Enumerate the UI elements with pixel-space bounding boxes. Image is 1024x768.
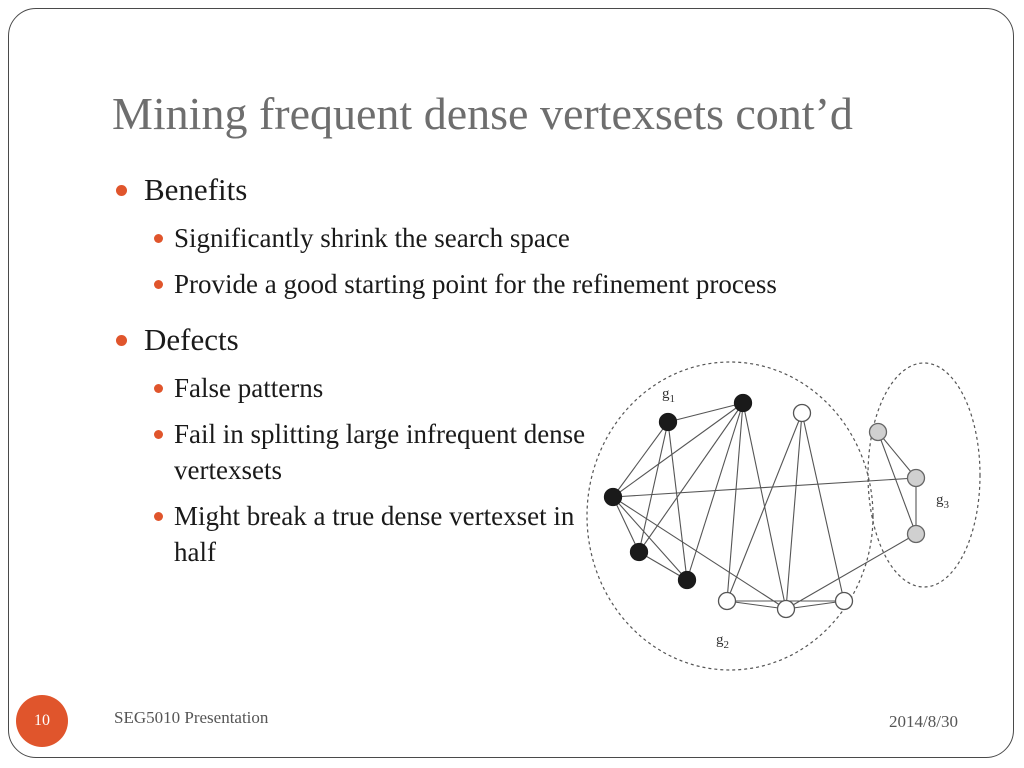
bullet-defects: Defects [112, 320, 992, 360]
bullet-list: Benefits Significantly shrink the search… [112, 170, 992, 570]
label-g3: g3 [936, 492, 950, 511]
label-g2: g2 [716, 632, 729, 651]
node-black [629, 542, 649, 562]
node-white [792, 403, 812, 423]
node-black [658, 412, 678, 432]
node-black [603, 487, 623, 507]
graph-diagram: g1 g2 g3 [586, 361, 981, 671]
node-white [776, 599, 796, 619]
node-gray [906, 468, 926, 488]
sub-bullet-shrink-search: Significantly shrink the search space [112, 220, 992, 256]
bullet-benefits: Benefits [112, 170, 992, 210]
sub-bullet-fail-splitting: Fail in splitting large infrequent dense… [112, 416, 594, 488]
node-gray [868, 422, 888, 442]
group-g3-boundary [867, 362, 981, 588]
sub-bullet-break-dense: Might break a true dense vertexset in ha… [112, 498, 594, 570]
node-gray [906, 524, 926, 544]
group-g1-g2-boundary [586, 361, 874, 671]
slide-title: Mining frequent dense vertexsets cont’d [112, 88, 853, 139]
sub-bullet-false-patterns: False patterns [112, 370, 992, 406]
slide-number-badge: 10 [16, 695, 68, 747]
footer-date: 2014/8/30 [889, 712, 958, 731]
node-white [717, 591, 737, 611]
footer-presentation-label: SEG5010 Presentation [114, 708, 269, 727]
slide-frame [8, 8, 1014, 758]
node-black [733, 393, 753, 413]
label-g1: g1 [662, 386, 675, 405]
graph-nodes [603, 393, 926, 619]
graph-edges [612, 402, 917, 610]
sub-bullet-starting-point: Provide a good starting point for the re… [112, 266, 992, 302]
node-black [677, 570, 697, 590]
node-white [834, 591, 854, 611]
